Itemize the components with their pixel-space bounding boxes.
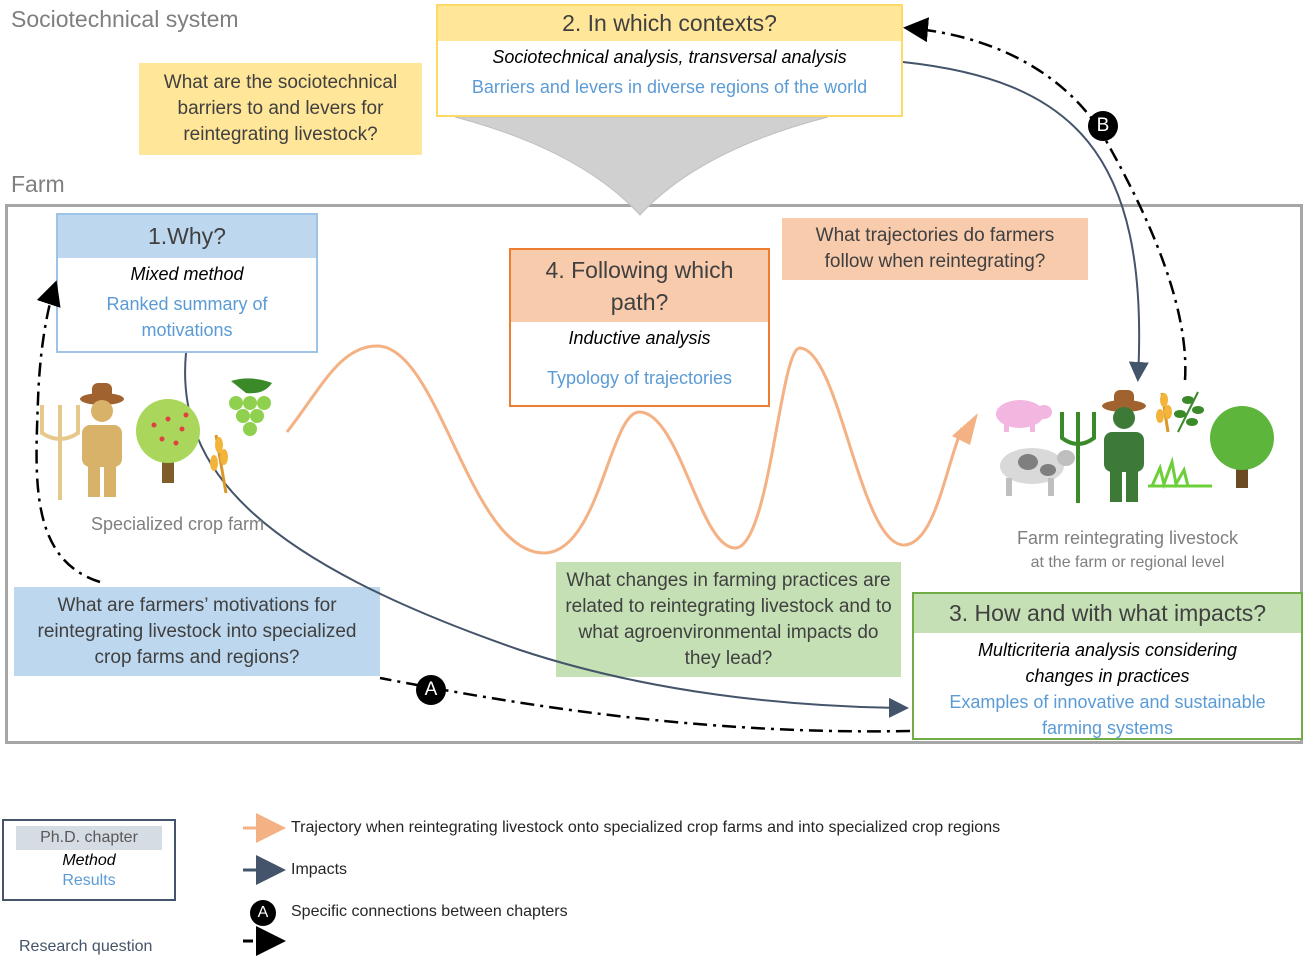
farmer-icon	[1102, 390, 1146, 502]
legend-trajectory-label: Trajectory when reintegrating livestock …	[291, 819, 1001, 836]
herb-icon	[1174, 391, 1204, 433]
chapter-2-box: 2. In which contexts? Sociotechnical ana…	[436, 4, 903, 117]
chapter-4-method: Inductive analysis	[568, 328, 711, 348]
livestock-farm-caption: Farm reintegrating livestock	[1016, 528, 1239, 548]
legend-impacts-label: Impacts	[291, 861, 348, 878]
sociotechnical-system-label: Sociotechnical system	[11, 6, 239, 32]
chapter-2-results: Barriers and levers in diverse regions o…	[471, 77, 868, 97]
legend-connection-marker: A	[250, 900, 276, 926]
tree-icon	[1210, 406, 1274, 488]
crop-farm-caption: Specialized crop farm	[90, 514, 265, 534]
pitchfork-icon	[1060, 412, 1096, 503]
farm-frame	[5, 204, 1303, 744]
chapter-1-box: 1.Why? Mixed method Ranked summary of mo…	[56, 213, 318, 353]
pig-icon	[996, 400, 1052, 432]
impact-arrow-2-to-farm	[902, 61, 1149, 382]
chapter-3-method: Multicriteria analysis considering chang…	[977, 640, 1238, 686]
wheat-icon	[210, 434, 228, 494]
legend-chapter-title: Ph.D. chapter	[16, 826, 162, 850]
chapter-4-results: Typology of trajectories	[546, 368, 733, 388]
connection-marker-b: B	[1088, 111, 1118, 141]
legend-chapter-box: Ph.D. chapter Method Results	[2, 819, 176, 901]
trajectory-arrowhead	[952, 413, 978, 445]
livestock-farm-icons	[996, 390, 1274, 503]
chapter-3-box: 3. How and with what impacts? Multicrite…	[912, 592, 1303, 740]
question-3: What changes in farming practices are re…	[556, 562, 901, 677]
legend-research-question: Research question	[19, 938, 153, 955]
chapter-2-title: 2. In which contexts?	[438, 6, 901, 41]
chapter-1-title: 1.Why?	[58, 215, 316, 258]
chapter-3-title: 3. How and with what impacts?	[914, 594, 1301, 633]
question-4: What trajectories do farmers follow when…	[782, 218, 1088, 280]
legend-results: Results	[62, 872, 116, 889]
chapter-1-results: Ranked summary of motivations	[106, 294, 268, 340]
question-1: What are farmers’ motivations for reinte…	[14, 587, 380, 676]
connection-marker-a: A	[416, 675, 446, 705]
legend-connections-label: Specific connections between chapters	[291, 903, 568, 920]
impact-arrow-1-to-3	[184, 352, 909, 718]
farm-label: Farm	[11, 171, 65, 197]
question-2: What are the sociotechnical barriers to …	[139, 63, 422, 155]
chapter-4-title: 4. Following which path?	[511, 250, 768, 322]
farmer-icon	[80, 383, 124, 497]
connection-a-back	[35, 280, 101, 584]
cow-icon	[1000, 448, 1075, 496]
trajectory-wave	[285, 344, 964, 555]
wheat-icon	[1156, 392, 1172, 433]
grass-icon	[1148, 456, 1212, 490]
chapter-4-box: 4. Following which path? Inductive analy…	[509, 248, 770, 407]
chapter-3-results: Examples of innovative and sustainable f…	[949, 692, 1266, 738]
grapes-icon	[229, 378, 272, 436]
fruit-tree-icon	[136, 399, 200, 483]
chapter-1-method: Mixed method	[130, 264, 244, 284]
crop-farm-icons	[40, 378, 272, 500]
legend-method: Method	[62, 852, 116, 869]
livestock-farm-subcaption: at the farm or regional level	[1030, 554, 1225, 571]
chapter-2-method: Sociotechnical analysis, transversal ana…	[492, 47, 847, 67]
pitchfork-icon	[40, 405, 80, 500]
